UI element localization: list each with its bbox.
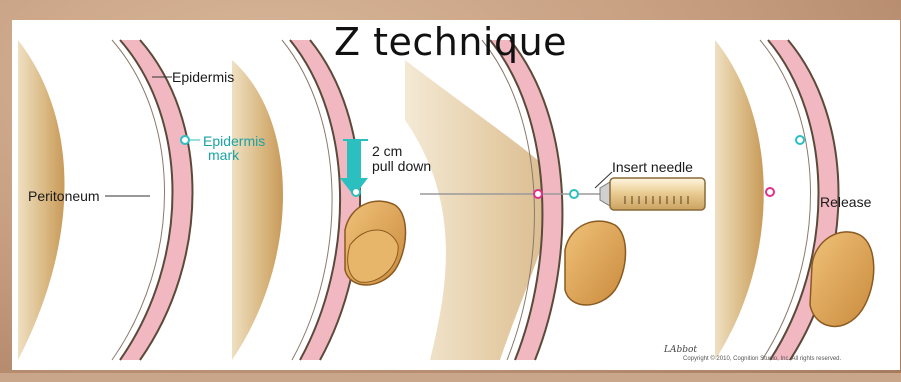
epidermis-mark-dot-2 (352, 188, 360, 196)
syringe-hub (600, 182, 610, 206)
artist-signature: LAbbot (663, 345, 697, 355)
epidermis-mark-dot-4 (796, 136, 804, 144)
pull-arrow-shaft (347, 140, 361, 178)
epidermis-mark-dot-3 (570, 190, 578, 198)
skin-layer-1 (120, 40, 193, 360)
label-insert-needle: Insert needle (612, 159, 693, 175)
label-epidermis-mark-2: mark (208, 147, 240, 163)
label-peritoneum: Peritoneum (28, 188, 100, 204)
label-release: Release (820, 194, 872, 210)
syringe-barrel (610, 178, 705, 210)
peritoneum-entry-dot (534, 190, 542, 198)
label-pull-1: 2 cm (372, 143, 402, 159)
peritoneum-fat-4 (715, 40, 764, 360)
label-epidermis: Epidermis (172, 69, 234, 85)
page-title: Z technique (0, 20, 901, 64)
label-pull-2: pull down (372, 158, 431, 174)
epidermis-mark-dot (181, 136, 189, 144)
needle-track-dot (766, 188, 774, 196)
copyright-credit: Copyright © 2010, Cognition Studio, Inc.… (683, 355, 842, 362)
panel-3-insert-needle (405, 40, 705, 360)
finger-3 (565, 221, 626, 305)
panel-2-pull-down (232, 40, 406, 360)
finger-4 (810, 232, 874, 327)
